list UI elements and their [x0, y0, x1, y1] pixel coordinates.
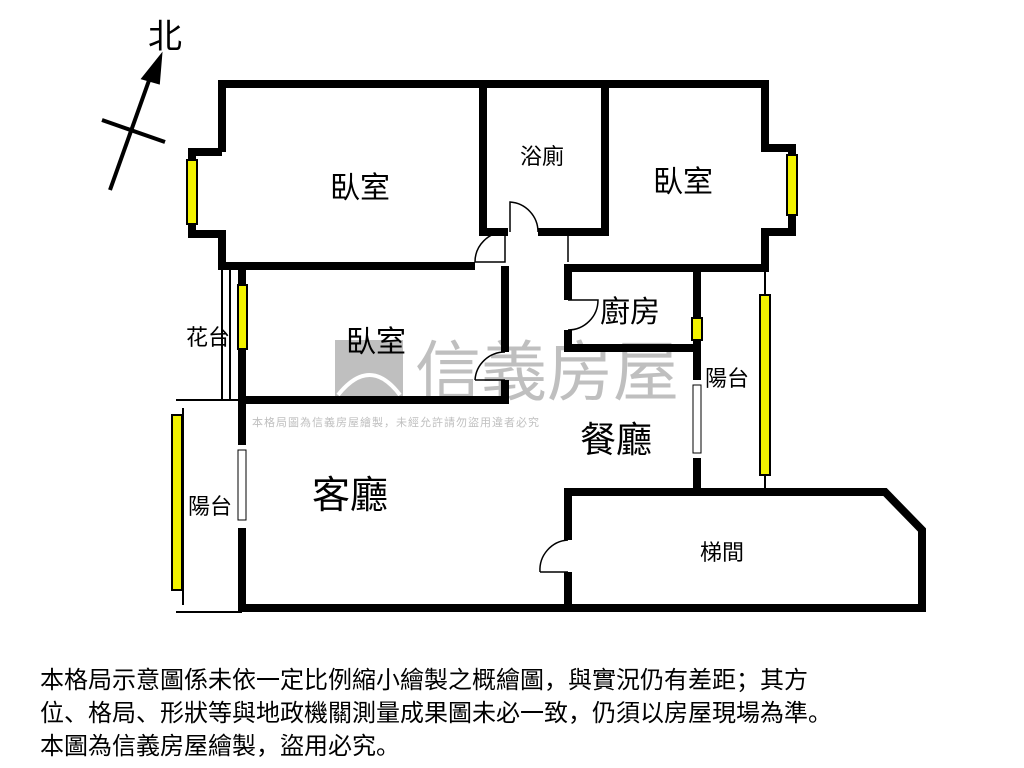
disclaimer: 本格局示意圖係未依一定比例縮小繪製之概繪圖，與實況仍有差距；其方 位、格局、形狀…: [40, 664, 1000, 763]
door-kitchen: [567, 299, 599, 331]
windows: [171, 154, 798, 591]
room-bathroom: 浴廁: [520, 145, 564, 170]
room-flower-bed: 花台: [186, 326, 230, 351]
watermark-logo-icon: [335, 340, 403, 400]
room-kitchen: 廚房: [600, 295, 660, 330]
window-bedroom-3: [237, 284, 248, 350]
room-balcony-right: 陽台: [705, 367, 749, 392]
doors: [474, 201, 599, 573]
room-stairwell: 梯間: [700, 541, 744, 566]
disclaimer-line: 本圖為信義房屋繪製，盜用必究。: [40, 732, 400, 760]
disclaimer-line: 本格局示意圖係未依一定比例縮小繪製之概繪圖，與實況仍有差距；其方: [40, 666, 808, 694]
sliding-door-dining[interactable]: [692, 384, 702, 454]
watermark-notice: 本格局圖為信義房屋繪製，未經允許請勿盜用違者必究: [252, 415, 540, 429]
window-kitchen: [691, 317, 703, 341]
door-bedroom-1: [474, 231, 506, 263]
door-bathroom: [509, 201, 539, 233]
window-balcony-right: [759, 294, 771, 476]
window-bedroom-1: [186, 159, 198, 225]
flower-bed-outline: [221, 268, 231, 400]
room-living: 客廳: [312, 473, 388, 517]
north-arrow-icon: [101, 51, 166, 191]
floor-plan: 信義房屋 本格局圖為信義房屋繪製，未經允許請勿盜用違者必究: [101, 17, 926, 613]
disclaimer-line: 位、格局、形狀等與地政機關測量成果圖未必一致，仍須以房屋現場為準。: [40, 699, 832, 727]
door-bedroom-3: [474, 351, 506, 381]
room-bedroom-2: 臥室: [653, 165, 713, 200]
window-bedroom-2: [786, 154, 798, 216]
north-label: 北: [148, 17, 182, 57]
window-balcony-left: [171, 414, 183, 591]
door-stairwell: [539, 539, 569, 573]
room-dining: 餐廳: [580, 420, 652, 461]
room-bedroom-1: 臥室: [330, 171, 390, 206]
sliding-door-living[interactable]: [237, 449, 247, 521]
room-bedroom-3: 臥室: [346, 325, 406, 360]
room-balcony-left: 陽台: [188, 495, 232, 520]
